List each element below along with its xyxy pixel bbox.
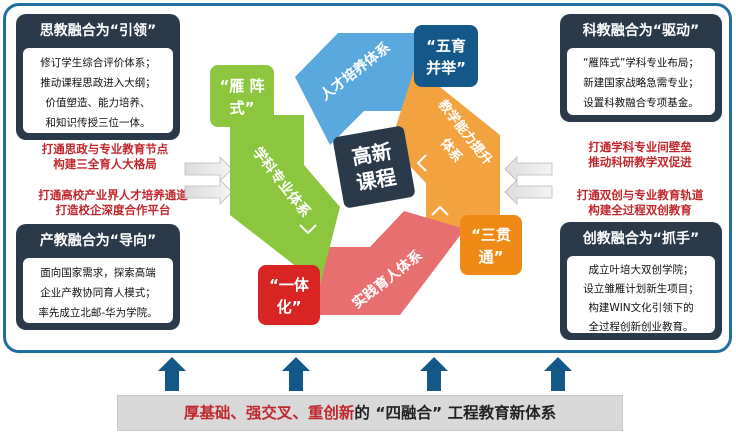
- center-square: [333, 126, 415, 208]
- box-line: 修订学生综合评价体系；: [40, 57, 156, 69]
- box-line: 企业产教协同育人模式；: [40, 287, 156, 299]
- box-research-education: 科教融合为“驱动” “雁阵式”学科专业布局； 新建国家战略急需专业； 设置科教融…: [560, 14, 722, 122]
- box-innovation-education: 创教融合为“抓手” 成立叶培大双创学院； 设立雏雁计划新生项目； 构建WIN文化…: [560, 222, 722, 340]
- box-line: 新建国家战略急需专业；: [583, 77, 699, 89]
- link-text-bottom-left: 打通高校产业界人才培养通道 打造校企深度合作平台: [22, 188, 204, 218]
- link-line: 打通双创与专业教育轨道: [576, 188, 704, 202]
- link-line: 打通思政与专业教育节点: [41, 142, 169, 156]
- box-line: 构建WIN文化引领下的: [588, 302, 694, 314]
- tag-text-bottom: “一体: [269, 276, 310, 294]
- box-line: 推动课程思政进入大纲；: [40, 77, 156, 89]
- box-industry-education: 产教融合为“导向” 面向国家需求，探索高端 企业产教协同育人模式； 率先成立北邮…: [16, 224, 180, 330]
- arrow-left-icon: [504, 156, 553, 182]
- box-title: 产教融合为“导向”: [39, 233, 157, 249]
- arrow-right-icon: [184, 179, 233, 205]
- blade-bottom: [320, 211, 465, 315]
- arrow-right-icon: [184, 156, 233, 182]
- chevron-icon: [299, 224, 317, 235]
- arrow-left-icon: [504, 179, 553, 205]
- link-line: 构建三全育人大格局: [53, 157, 157, 171]
- box-title: 创教融合为“抓手”: [582, 231, 700, 247]
- tag-text-top: 并举”: [426, 59, 466, 77]
- box-line: “雁阵式”学科专业布局；: [583, 57, 699, 69]
- box-content: 成立叶培大双创学院； 设立雏雁计划新生项目； 构建WIN文化引领下的 全过程创新…: [567, 256, 715, 333]
- box-line: 设置科教融合专项基金。: [583, 97, 699, 109]
- base-red-text: 厚基础、强交叉、重创新: [183, 404, 355, 422]
- blade-top: [295, 33, 415, 145]
- arrow-up-icon: [544, 357, 572, 391]
- chevron-icon: [431, 205, 449, 216]
- link-line: 打造校企深度合作平台: [55, 203, 171, 217]
- blade-right: [390, 67, 500, 229]
- link-line: 推动科研教学双促进: [588, 155, 692, 169]
- base-dark-text: 的 “四融合” 工程教育新体系: [354, 404, 557, 422]
- box-title: 科教融合为“驱动”: [582, 23, 700, 39]
- link-line: 打通高校产业界人才培养通道: [38, 188, 188, 202]
- box-line: 全过程创新创业教育。: [588, 321, 694, 333]
- tag-text-left: 式”: [230, 99, 255, 117]
- tag-text-top: “五育: [426, 37, 466, 55]
- tag-text-left: “雁 阵: [219, 77, 264, 95]
- tag-right: [460, 215, 522, 275]
- box-content: “雁阵式”学科专业布局； 新建国家战略急需专业； 设置科教融合专项基金。: [567, 48, 715, 115]
- arrow-up-icon: [420, 357, 448, 391]
- box-line: 设立雏雁计划新生项目；: [583, 283, 699, 295]
- tag-left: [210, 65, 274, 127]
- chevron-icon: [311, 142, 322, 160]
- arrow-up-icon: [158, 357, 186, 391]
- tag-text-right: “三贯: [471, 226, 511, 244]
- link-line: 构建全过程双创教育: [588, 203, 692, 217]
- chevron-icon: [416, 154, 427, 172]
- box-line: 面向国家需求，探索高端: [40, 267, 156, 279]
- link-text-bottom-right: 打通双创与专业教育轨道 构建全过程双创教育: [556, 188, 724, 218]
- tag-text-right: 通”: [479, 248, 504, 266]
- arrow-up-icon: [282, 357, 310, 391]
- box-line: 价值塑造、能力培养、: [45, 97, 151, 109]
- base-banner: 厚基础、强交叉、重创新的 “四融合” 工程教育新体系: [117, 395, 623, 431]
- blade-left: [230, 115, 340, 285]
- tag-bottom: [258, 265, 320, 325]
- box-line: 成立叶培大双创学院；: [588, 264, 694, 276]
- box-ideology-education: 思教融合为“引领” 修订学生综合评价体系； 推动课程思政进入大纲； 价值塑造、能…: [16, 14, 180, 140]
- box-content: 修订学生综合评价体系； 推动课程思政进入大纲； 价值塑造、能力培养、 和知识传授…: [23, 48, 173, 133]
- tag-top: [414, 25, 478, 87]
- link-text-top-right: 打通学科专业间壁垒 推动科研教学双促进: [562, 140, 718, 170]
- tag-text-bottom: 化”: [277, 298, 302, 316]
- box-title: 思教融合为“引领”: [39, 23, 157, 39]
- pinwheel-diagram: 人才培养体系 教学能力提升 体系 实践育人体系 学科专业体系 高新 课程 “五育…: [210, 25, 522, 325]
- up-arrows: [158, 357, 572, 391]
- box-line: 和知识传授三位一体。: [45, 117, 151, 129]
- link-text-top-left: 打通思政与专业教育节点 构建三全育人大格局: [30, 142, 180, 172]
- box-content: 面向国家需求，探索高端 企业产教协同育人模式； 率先成立北邮-华为学院。: [23, 258, 173, 323]
- link-line: 打通学科专业间壁垒: [588, 140, 692, 154]
- box-line: 率先成立北邮-华为学院。: [38, 307, 158, 319]
